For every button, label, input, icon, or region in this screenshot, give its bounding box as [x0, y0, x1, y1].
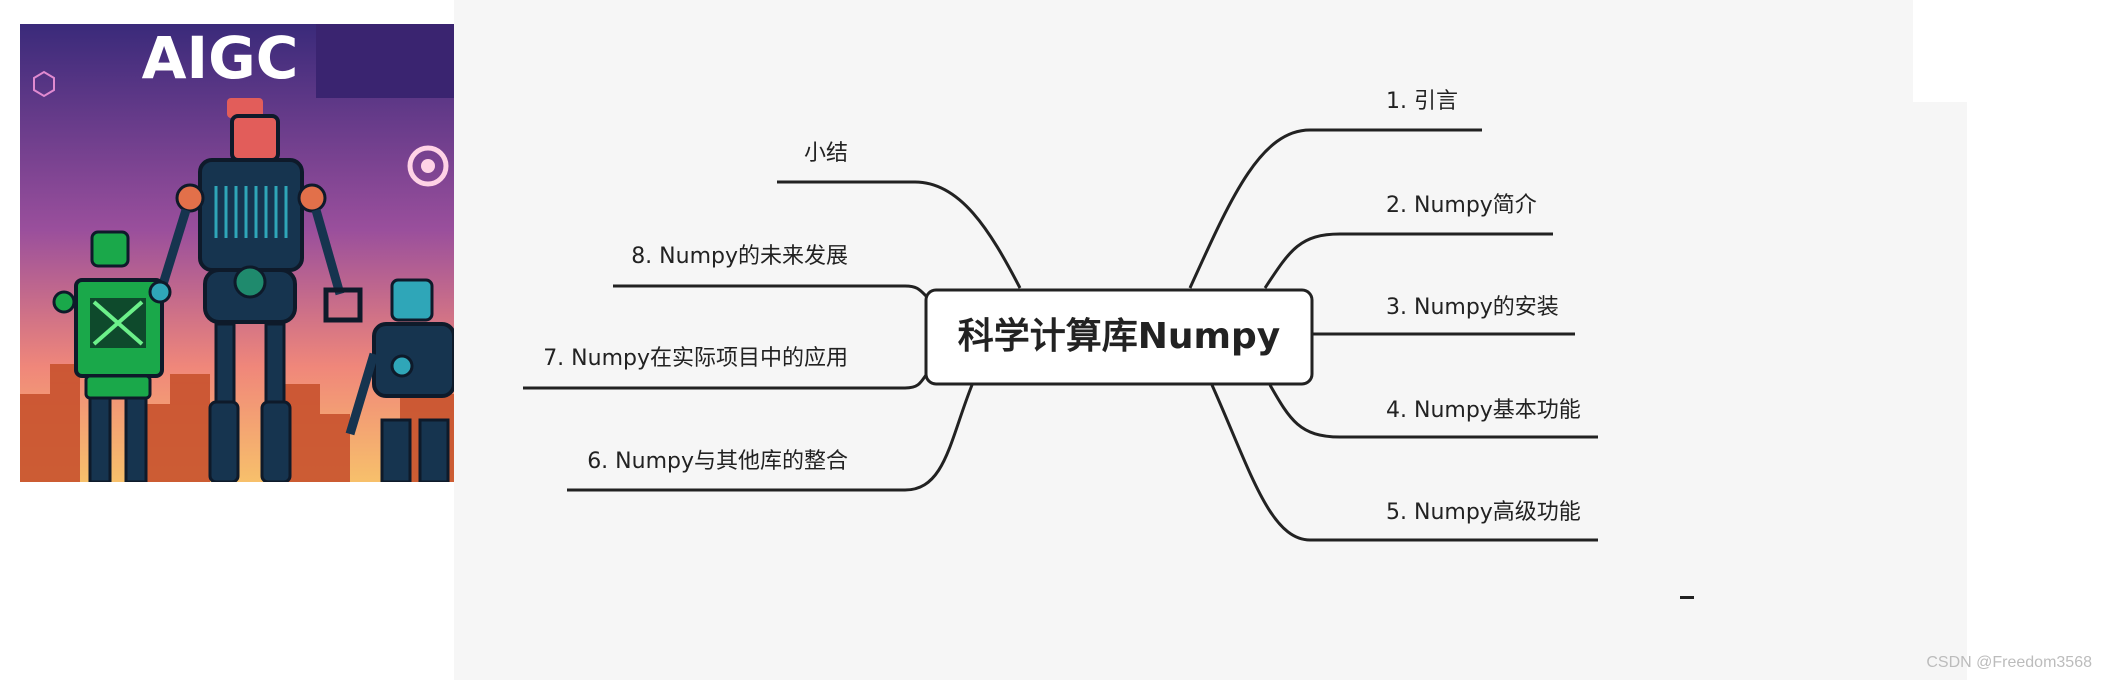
teal-robot	[345, 278, 454, 482]
branch-label-right-2[interactable]: 2. Numpy简介	[1386, 193, 1537, 218]
banner-title: AIGC	[142, 24, 299, 92]
stray-mark	[1680, 596, 1694, 599]
branch-label-right-5[interactable]: 5. Numpy高级功能	[1386, 500, 1581, 525]
connector-right-2	[1263, 232, 1553, 289]
connector-left-1	[777, 180, 1022, 289]
connector-right-1	[1188, 128, 1482, 289]
branch-label-left-2[interactable]: 8. Numpy的未来发展	[631, 244, 848, 269]
watermark: CSDN @Freedom3568	[1926, 654, 2092, 671]
robot-illustration: AIGC	[20, 24, 454, 482]
branch-label-left-4[interactable]: 6. Numpy与其他库的整合	[587, 449, 848, 474]
big-robot	[155, 98, 363, 482]
branch-label-left-3[interactable]: 7. Numpy在实际项目中的应用	[543, 346, 848, 371]
connector-right-4	[1268, 384, 1598, 439]
branch-label-right-3[interactable]: 3. Numpy的安装	[1386, 295, 1559, 320]
root-node[interactable]	[924, 288, 1314, 386]
green-robot	[52, 230, 172, 482]
connector-left-4	[567, 384, 974, 492]
connector-left-3	[523, 371, 930, 390]
branch-label-right-4[interactable]: 4. Numpy基本功能	[1386, 398, 1581, 423]
branch-label-right-1[interactable]: 1. 引言	[1386, 89, 1458, 114]
root-node-label: 科学计算库Numpy	[958, 315, 1281, 357]
connector-right-5	[1210, 384, 1598, 542]
branch-label-left-1[interactable]: 小结	[804, 141, 848, 166]
connector-left-2	[613, 284, 930, 300]
canvas-corner	[1913, 0, 1967, 102]
aigc-banner: AIGC	[20, 24, 454, 482]
